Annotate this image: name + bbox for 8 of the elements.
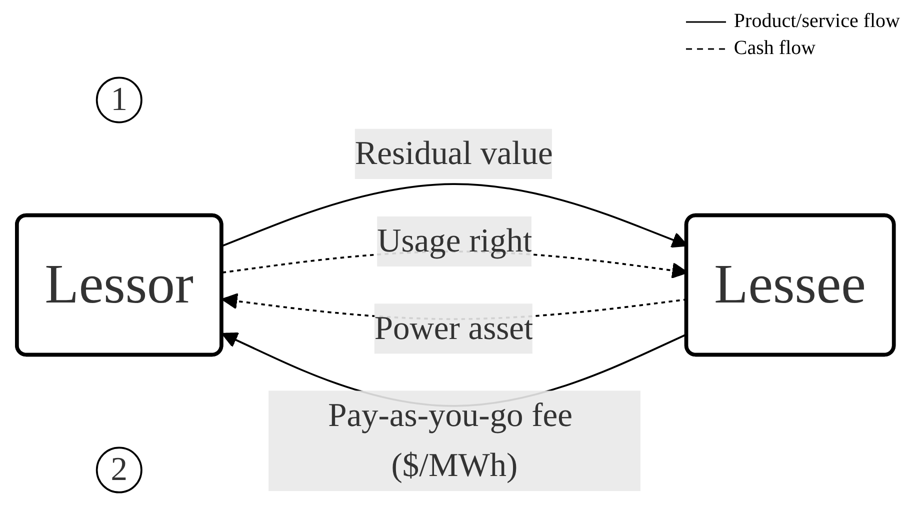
edge-label: Residual value <box>354 134 552 172</box>
edge-label: Pay-as-you-go fee ($/MWh) <box>328 396 572 484</box>
edge-label: Usage right <box>376 222 532 260</box>
node-circle: 1 <box>96 76 142 124</box>
legend-label: Product/service flow <box>734 10 900 33</box>
legend-label: Cash flow <box>734 37 816 60</box>
edge-label: Power asset <box>374 309 533 346</box>
node-circle: 2 <box>96 446 142 494</box>
